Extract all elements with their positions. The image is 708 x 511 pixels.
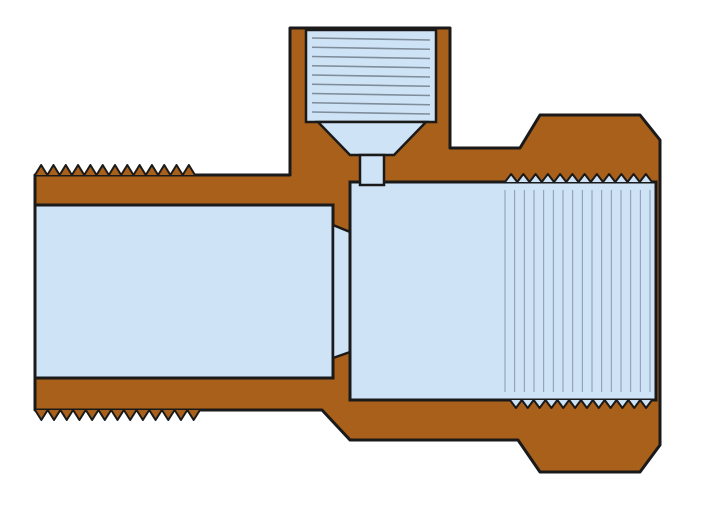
thread-ridge bbox=[311, 46, 431, 51]
right-internal-thread-top bbox=[504, 173, 653, 183]
thread-teeth bbox=[504, 173, 653, 183]
left-external-thread-top bbox=[34, 164, 196, 176]
thread-teeth bbox=[34, 409, 201, 421]
bore-transition-cone bbox=[331, 223, 352, 360]
top-port-funnel bbox=[315, 120, 429, 157]
thread-ridge bbox=[311, 83, 431, 88]
thread-ridge bbox=[311, 92, 431, 97]
thread-ridge bbox=[311, 111, 431, 115]
thread-ridge bbox=[311, 37, 431, 41]
thread-teeth bbox=[34, 164, 196, 176]
top-port-orifice bbox=[358, 153, 386, 187]
right-bore-thread-lines bbox=[504, 190, 651, 392]
right-bore bbox=[348, 180, 658, 402]
left-bore bbox=[33, 203, 335, 380]
right-internal-thread-bottom bbox=[509, 399, 653, 409]
thread-ridge bbox=[311, 74, 431, 78]
thread-ridge bbox=[311, 101, 431, 106]
top-port-thread-ridges bbox=[311, 37, 431, 115]
thread-ridge bbox=[311, 55, 431, 60]
thread-ridge bbox=[311, 64, 431, 69]
left-external-thread-bottom bbox=[34, 409, 201, 421]
thread-teeth bbox=[509, 399, 653, 409]
